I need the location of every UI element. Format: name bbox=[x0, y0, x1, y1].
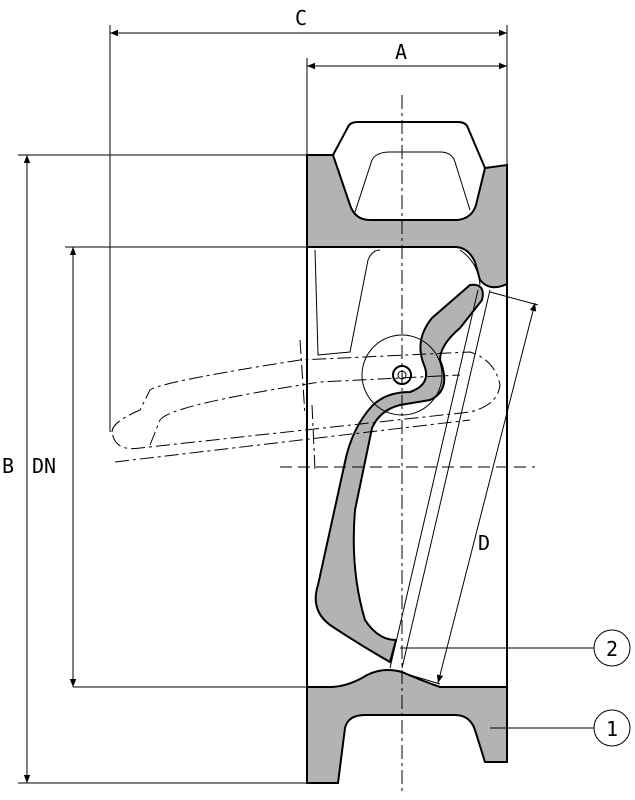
valve-disc bbox=[314, 283, 484, 664]
dimension-d-label: D bbox=[478, 531, 490, 555]
callout-2-number: 2 bbox=[606, 637, 618, 661]
dimension-b-label: B bbox=[2, 454, 14, 478]
dimension-dn-label: DN bbox=[32, 454, 56, 478]
valve-body-bottom-section bbox=[306, 669, 508, 784]
open-disc-phantom bbox=[111, 339, 501, 471]
extension-lines bbox=[18, 25, 508, 784]
valve-body-top-section bbox=[306, 154, 508, 289]
dimension-a-label: A bbox=[395, 40, 407, 64]
dimension-d-line bbox=[436, 302, 537, 684]
callout-2: 2 bbox=[400, 629, 631, 667]
dimension-c-label: C bbox=[295, 6, 307, 30]
callout-1: 1 bbox=[490, 709, 631, 747]
callout-1-number: 1 bbox=[606, 717, 618, 741]
valve-handle-outline bbox=[332, 121, 486, 169]
